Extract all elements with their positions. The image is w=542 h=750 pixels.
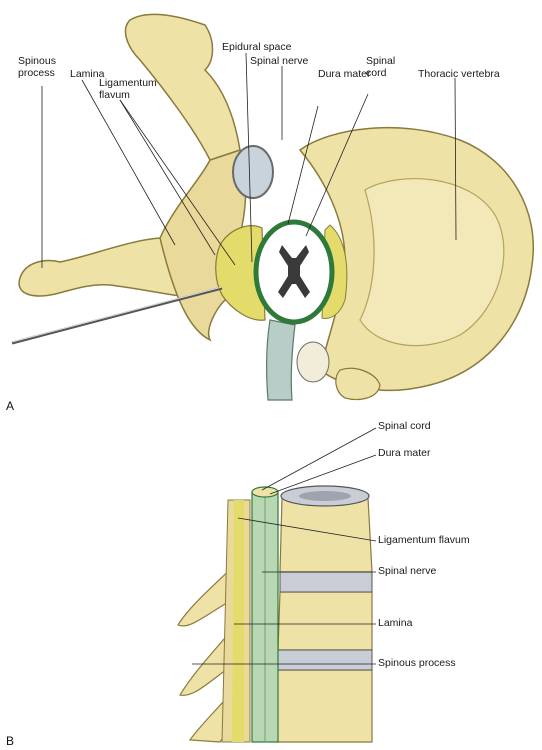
label-spinal-cord-b: Spinal cord: [378, 420, 431, 432]
label-spinal-nerve-b: Spinal nerve: [378, 565, 437, 577]
label-epidural-space-a: Epidural space: [222, 41, 292, 53]
leader-vertebra-a: [454, 77, 457, 241]
leader-flavum-a2: [119, 99, 216, 256]
vertebral-body-b2: [277, 591, 373, 651]
leader-dura-a: [287, 105, 319, 225]
label-lamina-b: Lamina: [378, 617, 413, 629]
ligamentum-flavum-shape: [215, 225, 266, 321]
leader-dura-b: [269, 454, 377, 495]
nerve-root-shape: [266, 319, 296, 401]
leader-flavum-a1: [119, 99, 236, 266]
panel-b-illustration: [177, 427, 377, 743]
vertebral-body-b3: [275, 669, 373, 743]
label-lamina-a: Lamina: [70, 68, 105, 80]
leader-epidural-a: [245, 52, 253, 263]
label-spinal-cord-a: Spinal cord: [366, 55, 396, 79]
panel-a-illustration: [11, 13, 534, 401]
ligamentum-flavum-b: [232, 500, 244, 742]
vertebral-body-b1: [279, 497, 373, 573]
label-thoracic-vertebra-a: Thoracic vertebra: [418, 68, 500, 80]
leader-cord-a: [305, 93, 369, 237]
panel-a-letter: A: [6, 399, 15, 413]
label-spinous-process-b: Spinous process: [378, 657, 456, 669]
disc-2: [277, 649, 373, 671]
transverse-process-shape: [124, 13, 241, 161]
leader-cord-b: [261, 427, 377, 491]
leader-flavum-b: [237, 517, 377, 542]
spinous-process-b1: [177, 558, 241, 627]
gray-matter-shape: [278, 245, 310, 298]
label-spinal-nerve-a: Spinal nerve: [250, 55, 309, 67]
leader-lamina-a: [81, 79, 176, 246]
label-ligamentum-flavum-b: Ligamentum flavum: [378, 534, 470, 546]
ganglion-shape: [296, 341, 330, 383]
disc-1: [279, 571, 373, 593]
facet-joint-shape: [232, 145, 274, 199]
pedicle-shape: [335, 367, 381, 401]
vertebral-body-inner-shape: [359, 177, 505, 347]
label-ligamentum-flavum-a: Ligamentum flavum: [99, 77, 157, 101]
epidural-needle-highlight: [11, 286, 223, 343]
panel-b-letter: B: [6, 734, 15, 748]
cord-top-b: [251, 486, 279, 498]
label-dura-mater-b: Dura mater: [378, 447, 431, 459]
disc-top-inner: [299, 491, 351, 501]
label-dura-mater-a: Dura mater: [318, 68, 371, 80]
epidural-needle: [11, 286, 223, 345]
label-spinous-process-a: Spinous process: [18, 55, 56, 79]
